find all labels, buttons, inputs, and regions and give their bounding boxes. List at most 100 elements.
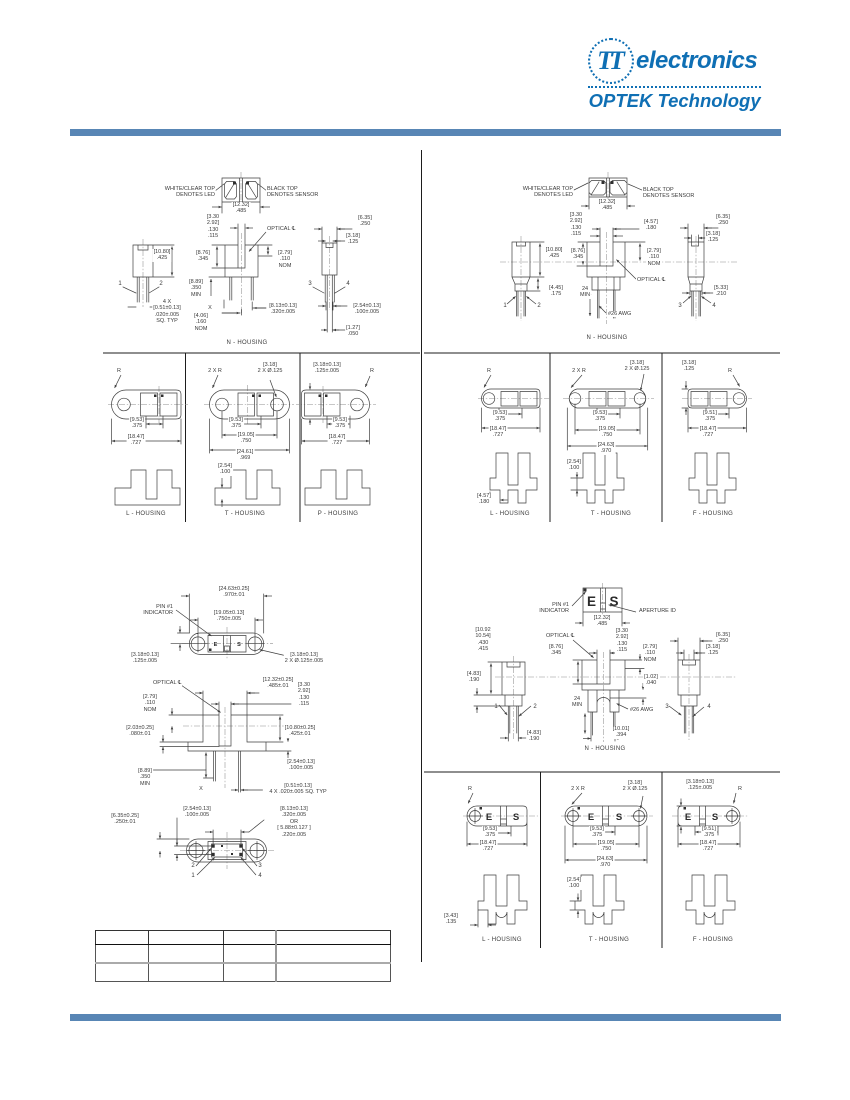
pin-number: 1 [494, 704, 498, 710]
pin-number: 3 [678, 303, 682, 309]
drawing-nhousing-dip [122, 177, 353, 333]
pin-number: 2 [533, 704, 537, 710]
dim-label: [8.76] .345 [570, 248, 586, 261]
dim-label: [8.13±0.13] .320±.005 OR [ 5.88±0.127 ] … [276, 806, 312, 839]
logo-electronics: electronics [636, 47, 758, 74]
table-header-cell [95, 930, 149, 945]
dim-label: [2.79] .110 NOM [277, 250, 293, 270]
radius-label: 2 X R [570, 786, 586, 793]
dim-label: [3.30 2.92] .130 .115 [205, 214, 221, 240]
housing-title: T - HOUSING [223, 511, 267, 519]
dim-label: [12.32] .485 [597, 199, 617, 212]
dim-label: [6.35] .250 [715, 214, 731, 227]
dim-label: [8.89] .350 MIN [188, 279, 204, 299]
dim-label: [18.47] .727 [478, 840, 498, 853]
dim-label: [12.32±0.25] .485±.01 [261, 677, 295, 690]
dim-label: 24 MIN [578, 286, 592, 299]
pin-number: 4 [712, 303, 716, 309]
dim-label: [24.63] .970 [595, 856, 615, 869]
radius-label: R [116, 368, 122, 375]
dim-label: [6.35±0.25] .250±.01 [110, 813, 140, 826]
marking-s: S [616, 812, 622, 823]
dim-label: [1.27] .050 [345, 325, 361, 338]
dim-label: [2.54] .100 [566, 459, 582, 472]
dim-label: [10.01] .394 [611, 726, 631, 739]
pin-number: 4 [707, 704, 711, 710]
radius-label: R [486, 368, 492, 375]
marking-s: S [237, 642, 241, 648]
table-header-cell [274, 930, 391, 945]
table-cell [148, 944, 224, 964]
dim-label: [4.57] .180 [643, 219, 659, 232]
dim-label: 24 MIN [570, 696, 584, 709]
dim-label: [3.18] .125 [345, 233, 361, 246]
housing-title: L - HOUSING [481, 937, 523, 945]
note-led: WHITE/CLEAR TOP DENOTES LED [163, 186, 216, 199]
marking-e: E [588, 812, 594, 823]
radius-label: R [737, 786, 743, 793]
dim-label: [4.83] .190 [526, 730, 542, 743]
optical-centerline-label: OPTICAL ℄ [152, 680, 183, 687]
housing-title: T - HOUSING [587, 937, 631, 945]
dim-label: [9.51] .375 [701, 826, 717, 839]
table-header-cell [148, 930, 224, 945]
dim-label: [18.47] .727 [698, 840, 718, 853]
aperture-id-label: APERTURE ID [638, 608, 677, 615]
pin-number: 1 [118, 281, 122, 287]
dim-label: [4.45] .175 [548, 285, 564, 298]
marking-e: E [587, 594, 596, 609]
marking-s: S [609, 594, 618, 609]
housing-title: N - HOUSING [583, 746, 627, 754]
dim-label: [9.51] .375 [702, 410, 718, 423]
dim-label: [4.83] .190 [466, 671, 482, 684]
dim-label: [10.80] .425 [152, 249, 172, 262]
dim-label: [3.18±0.13] 2 X Ø.125±.005 [283, 652, 325, 665]
radius-label: R [727, 368, 733, 375]
pin-number: 1 [503, 303, 507, 309]
dim-label: [2.54] .100 [566, 877, 582, 890]
pin-number: 4 [258, 873, 262, 879]
housing-title: N - HOUSING [585, 335, 629, 343]
dim-label: [2.54±0.13] .100±.005 [182, 806, 212, 819]
radius-label: R [467, 786, 473, 793]
pin-number: 3 [665, 704, 669, 710]
dim-label: [3.43] .135 [443, 913, 459, 926]
dim-label: [9.53] .375 [592, 410, 608, 423]
dim-label: [3.18] .125 [681, 360, 697, 373]
dim-label: [3.30 2.92] .130 .115 [296, 682, 312, 708]
dim-label: [24.63] .970 [596, 442, 616, 455]
dim-label: [3.18] .125 [705, 644, 721, 657]
dim-label: [2.54±0.13] .100±.005 [286, 759, 316, 772]
dim-label: [9.53] .375 [492, 410, 508, 423]
tt-circle-icon: TT [588, 38, 634, 84]
dim-label: [18.47] .727 [126, 434, 146, 447]
dim-label: [10.92 10.54] .430 .415 [474, 627, 492, 653]
dim-label: [2.79] .110 NOM [142, 694, 158, 714]
drawing-nhousing-aperture: E S [473, 587, 713, 742]
dim-label: [2.03±0.25] .080±.01 [125, 725, 155, 738]
radius-label: 2 X R [571, 368, 587, 375]
dim-label: [3.18] 2 X Ø.125 [623, 360, 651, 373]
table-header-row [95, 930, 391, 945]
dim-label: [8.76] .345 [548, 644, 564, 657]
dim-label: [6.35] .250 [715, 632, 731, 645]
pin1-indicator-label: PIN #1 INDICATOR [538, 602, 570, 615]
pin-number: 3 [258, 863, 262, 869]
bottom-rule [70, 1014, 781, 1021]
table-cell [95, 944, 149, 964]
pin-number: 1 [191, 873, 195, 879]
table-row [95, 962, 391, 982]
logo-row: TT electronics [588, 38, 762, 88]
dim-label: [9.53] .375 [482, 826, 498, 839]
dim-label: [0.51±0.13] 4 X .020±.005 SQ. TYP [268, 783, 328, 796]
dim-label: [18.47] .727 [327, 434, 347, 447]
pin-number: 2 [537, 303, 541, 309]
dim-label: [12.32] .485 [231, 202, 251, 215]
dim-label: [4.06] .160 NOM [193, 313, 209, 333]
drawing-toleranced-package: E S [152, 593, 292, 876]
dim-label: [24.63±0.25] .970±.01 [217, 586, 251, 599]
housing-title: N - HOUSING [225, 340, 269, 348]
marking-s: S [513, 812, 519, 823]
dim-label: [19.05±0.13] .750±.005 [212, 610, 246, 623]
